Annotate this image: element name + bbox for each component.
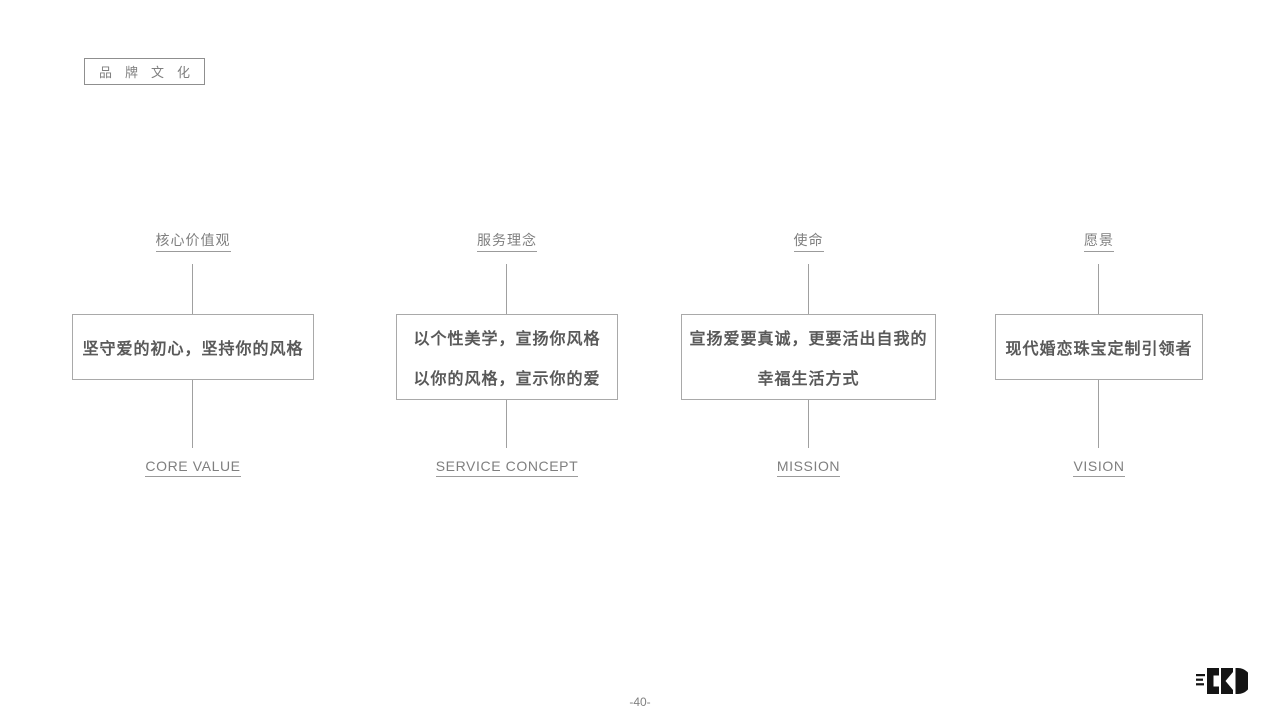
column-vision: 愿景 现代婚恋珠宝定制引领者 VISION xyxy=(995,230,1203,486)
slide-tag-box: 品牌文化 xyxy=(84,58,205,85)
column-english-label: CORE VALUE xyxy=(72,458,314,477)
box-text-line: 以你的风格，宣示你的爱 xyxy=(413,371,601,388)
ckd-logo-svg xyxy=(1196,668,1251,694)
page-number: -40- xyxy=(629,695,651,709)
connector-line xyxy=(807,400,809,448)
column-header: 核心价值观 xyxy=(72,230,314,252)
column-header: 使命 xyxy=(681,230,936,252)
box-text-line: 幸福生活方式 xyxy=(757,371,860,388)
slide-tag-label: 品牌文化 xyxy=(98,65,203,80)
box-text-line: 以个性美学，宣扬你风格 xyxy=(413,331,601,348)
value-box: 坚守爱的初心，坚持你的风格 xyxy=(72,314,314,380)
connector-line xyxy=(192,380,193,448)
value-box: 现代婚恋珠宝定制引领者 xyxy=(995,314,1203,380)
connector-line xyxy=(506,264,507,314)
connector-line xyxy=(1098,380,1099,448)
column-english-label: VISION xyxy=(995,458,1203,477)
connector-line xyxy=(1098,264,1099,314)
column-core-value: 核心价值观 坚守爱的初心，坚持你的风格 CORE VALUE xyxy=(72,230,314,486)
connector-line xyxy=(506,400,507,448)
box-text-line: 坚守爱的初心，坚持你的风格 xyxy=(82,341,304,358)
column-english-label: MISSION xyxy=(681,458,936,477)
value-box: 宣扬爱要真诚，更要活出自我的 幸福生活方式 xyxy=(681,314,936,400)
ckd-brand-logo-icon xyxy=(1196,661,1251,701)
column-mission: 使命 宣扬爱要真诚，更要活出自我的 幸福生活方式 MISSION xyxy=(681,230,936,486)
column-header: 服务理念 xyxy=(396,230,618,252)
box-text-line: 宣扬爱要真诚，更要活出自我的 xyxy=(689,331,928,348)
connector-line xyxy=(192,264,193,314)
column-service-concept: 服务理念 以个性美学，宣扬你风格 以你的风格，宣示你的爱 SERVICE CON… xyxy=(396,230,618,486)
value-box: 以个性美学，宣扬你风格 以你的风格，宣示你的爱 xyxy=(396,314,618,400)
column-english-label: SERVICE CONCEPT xyxy=(396,458,618,477)
connector-line xyxy=(807,264,809,314)
box-text-line: 现代婚恋珠宝定制引领者 xyxy=(1005,341,1193,358)
column-header: 愿景 xyxy=(995,230,1203,252)
